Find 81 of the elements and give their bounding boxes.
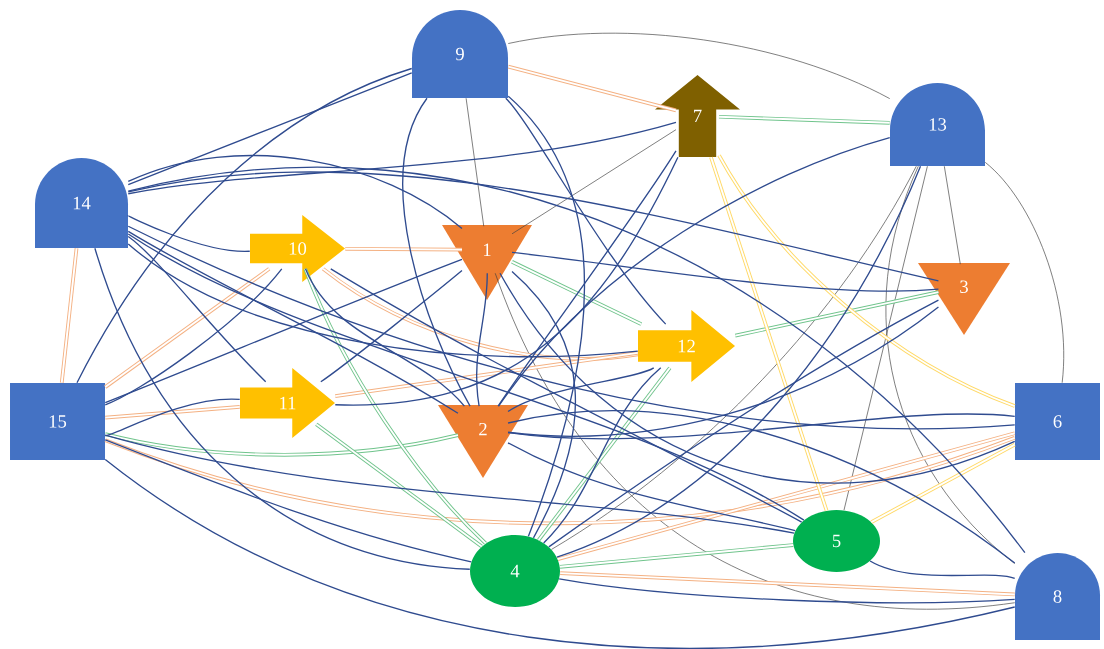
connector — [127, 235, 267, 383]
square-node: 15 — [10, 383, 105, 460]
connector — [127, 154, 463, 230]
connector — [104, 439, 472, 563]
connector — [334, 351, 639, 398]
connector — [718, 114, 891, 125]
connector — [505, 97, 667, 325]
connector — [507, 367, 655, 413]
triangle-node: 1 — [442, 225, 532, 300]
connector — [734, 290, 940, 338]
connector — [127, 233, 805, 521]
connector — [127, 215, 251, 252]
square-node: 6 — [1015, 383, 1100, 460]
connector — [717, 154, 1016, 408]
ellipse-node: 4 — [470, 535, 560, 607]
connector — [127, 230, 459, 414]
connector — [127, 243, 639, 358]
connector — [127, 166, 1026, 554]
dome-node: 8 — [1015, 553, 1100, 640]
connector — [127, 121, 677, 195]
connector — [507, 32, 891, 99]
connector — [315, 422, 483, 548]
block-arrow-node: 11 — [240, 368, 335, 438]
connector — [869, 560, 1016, 580]
connector — [511, 129, 677, 235]
connector — [344, 246, 463, 252]
connector — [559, 543, 795, 569]
connector — [104, 434, 795, 534]
connector — [559, 571, 1016, 597]
connector — [494, 272, 1016, 609]
connector — [870, 442, 1016, 524]
connector — [499, 272, 1016, 484]
connector — [507, 410, 1016, 564]
connector — [885, 165, 1016, 564]
connector — [104, 404, 241, 420]
connector — [511, 251, 940, 292]
connector — [303, 267, 487, 545]
dome-node: 9 — [412, 10, 508, 98]
connector — [59, 247, 79, 384]
connector — [843, 165, 928, 511]
connector — [104, 268, 283, 406]
block-arrow-node: 7 — [655, 75, 740, 157]
connector — [556, 431, 1016, 561]
connector — [320, 269, 463, 383]
connector — [511, 260, 643, 326]
connector — [984, 162, 1064, 384]
connector — [127, 171, 940, 282]
connector — [104, 267, 271, 389]
connector — [322, 267, 639, 361]
block-arrow-node: 10 — [250, 215, 345, 282]
connector — [558, 578, 1016, 604]
connector — [507, 442, 796, 532]
connector — [507, 413, 1016, 440]
connector — [304, 268, 466, 407]
connector — [497, 136, 891, 407]
connector — [127, 225, 1016, 430]
connector — [507, 95, 586, 537]
dome-node: 14 — [35, 158, 128, 248]
connector — [104, 458, 1016, 649]
connector — [709, 156, 829, 512]
connector — [476, 272, 488, 407]
dome-node: 13 — [890, 83, 985, 166]
connector — [334, 156, 679, 406]
triangle-node: 2 — [438, 405, 528, 478]
connector — [507, 64, 677, 113]
connector — [76, 67, 413, 384]
connector — [330, 268, 803, 523]
connector — [104, 258, 463, 404]
connector — [94, 247, 471, 570]
connector — [465, 97, 485, 227]
connector — [497, 150, 677, 407]
connector — [104, 436, 1016, 526]
connector — [402, 97, 471, 407]
block-arrow-node: 12 — [638, 310, 735, 382]
connector — [511, 270, 576, 539]
connector — [104, 432, 459, 457]
connector — [127, 72, 413, 186]
ellipse-node: 5 — [793, 510, 880, 572]
triangle-node: 3 — [918, 263, 1010, 335]
connector — [943, 165, 961, 265]
connector — [548, 299, 940, 548]
